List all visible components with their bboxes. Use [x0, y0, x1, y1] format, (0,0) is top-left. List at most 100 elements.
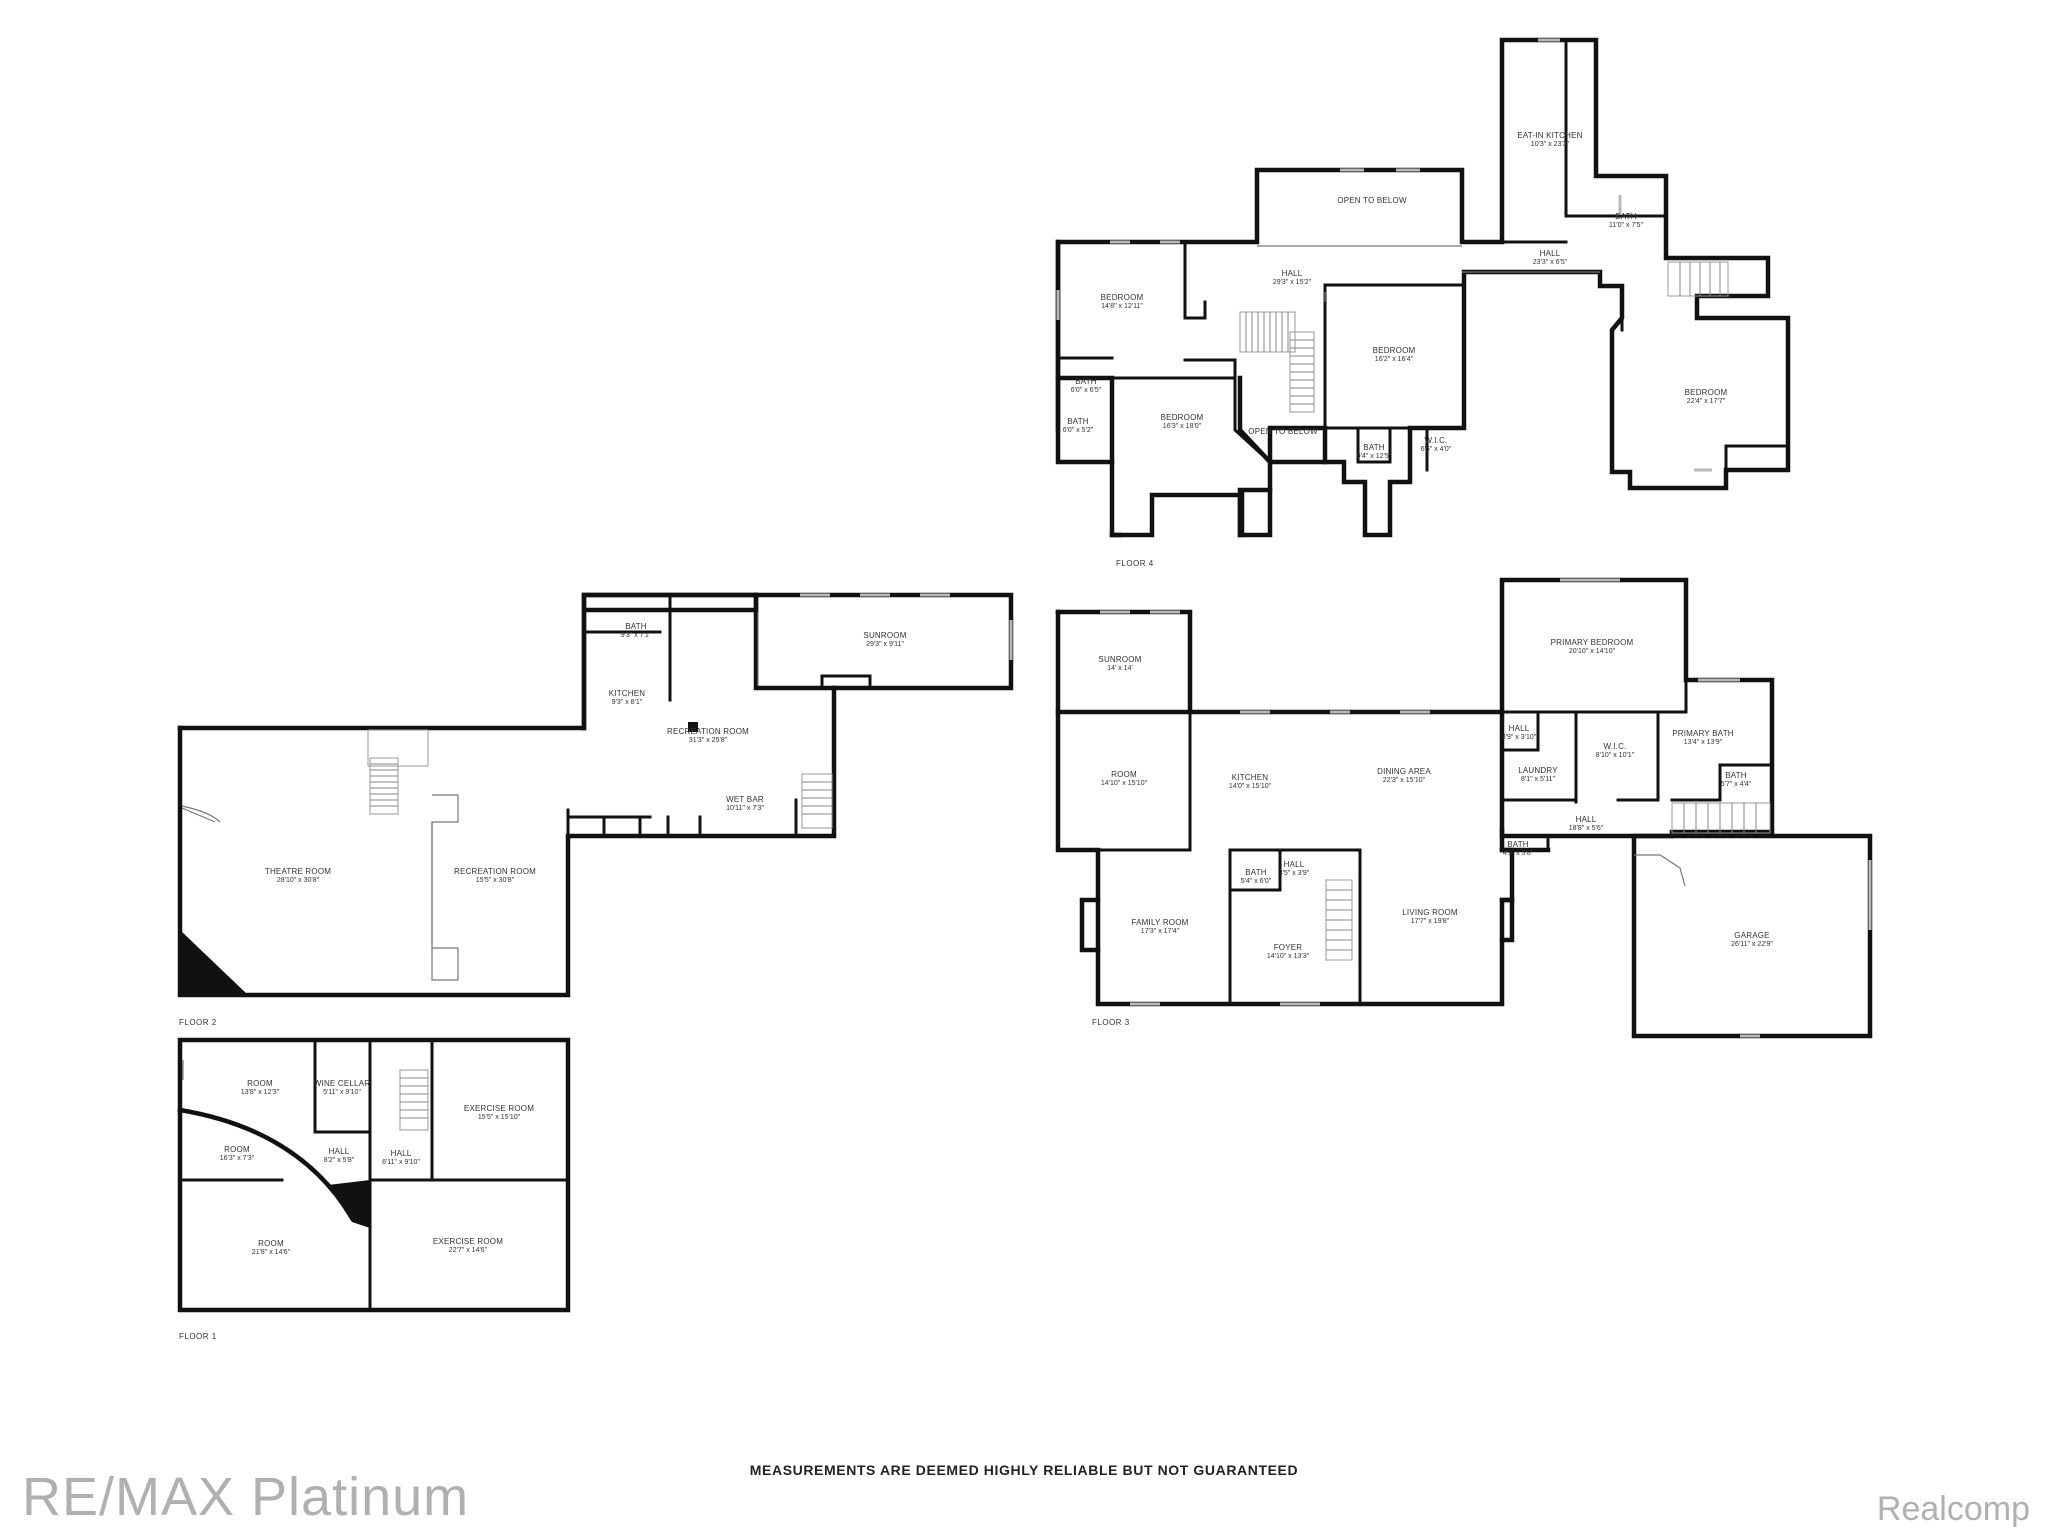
room-name: BATH	[1725, 771, 1747, 780]
room-dims: 17'7" x 19'8"	[1411, 918, 1450, 925]
stairs	[367, 729, 833, 829]
room-dims: 14'8" x 12'11"	[1101, 303, 1143, 310]
room-dims: 8'10" x 10'1"	[1596, 752, 1635, 759]
room-dims: 6'11" x 9'10"	[382, 1159, 420, 1166]
room-dims: 14' x 14'	[1107, 665, 1133, 672]
room-dims: 22'3" x 15'10"	[1383, 777, 1426, 784]
room-name: BEDROOM	[1161, 413, 1204, 422]
stairs	[1239, 261, 1729, 413]
room-name: BATH	[1245, 868, 1267, 877]
room-name: HALL	[329, 1147, 350, 1156]
room-name: W.I.C.	[1425, 436, 1448, 445]
room-dims: 17'3" x 17'4"	[1141, 928, 1180, 935]
floor-label: FLOOR 2	[179, 1018, 217, 1027]
theatre-corner-fill	[180, 930, 248, 995]
room-name: FOYER	[1274, 943, 1303, 952]
brokerage-watermark: RE/MAX Platinum	[22, 1467, 470, 1527]
room-dims: 28'10" x 30'8"	[277, 877, 320, 884]
room-dims: 15'5" x 30'8"	[476, 877, 515, 884]
room-name: RECREATION ROOM	[454, 867, 536, 876]
room-dims: 22'7" x 14'6"	[449, 1247, 488, 1254]
room-dims: 14'10" x 13'3"	[1267, 953, 1310, 960]
floor-4	[1055, 37, 1791, 538]
room-name: ROOM	[247, 1079, 273, 1088]
room-dims: 23'3" x 6'5"	[1533, 259, 1568, 266]
room-name: SUNROOM	[863, 631, 906, 640]
room-dims: 5'11" x 9'10"	[323, 1089, 361, 1096]
room-name: WET BAR	[726, 795, 764, 804]
room-dims: 6'0" x 5'2"	[1063, 427, 1094, 434]
room-name: WINE CELLAR	[314, 1079, 370, 1088]
room-dims: 6'5" x 4'0"	[1421, 446, 1452, 453]
room-name: PRIMARY BATH	[1672, 729, 1734, 738]
floor-1	[177, 1037, 571, 1313]
room-name: FAMILY ROOM	[1131, 918, 1188, 927]
room-name: BATH	[1363, 443, 1385, 452]
room-name: RECREATION ROOM	[667, 727, 749, 736]
room-dims: 20'10" x 14'10"	[1569, 648, 1616, 655]
room-name: KITCHEN	[609, 689, 646, 698]
floor-label: FLOOR 3	[1092, 1018, 1130, 1027]
room-name: ROOM	[224, 1145, 250, 1154]
room-dims: 22'4" x 17'7"	[1687, 398, 1726, 405]
room-name: BATH	[1507, 840, 1529, 849]
room-dims: 5'7" x 4'4"	[1721, 781, 1752, 788]
mls-watermark: Realcomp	[1876, 1490, 2030, 1528]
room-name: BEDROOM	[1373, 346, 1416, 355]
room-dims: 18'8" x 5'6"	[1569, 825, 1604, 832]
room-dims: 4'9" x 5'8"	[1503, 850, 1534, 857]
storage-fill	[328, 1180, 370, 1228]
room-name: SUNROOM	[1098, 655, 1141, 664]
room-dims: 15'5" x 15'10"	[478, 1114, 521, 1121]
room-name: HALL	[1282, 269, 1303, 278]
room-name: GARAGE	[1734, 931, 1769, 940]
room-name: BATH	[1067, 417, 1089, 426]
room-name: ROOM	[258, 1239, 284, 1248]
room-dims: 14'0" x 15'10"	[1229, 783, 1272, 790]
floor-label: FLOOR 1	[179, 1332, 217, 1341]
room-name: OPEN TO BELOW	[1248, 427, 1318, 436]
stairs	[399, 1069, 429, 1131]
room-name: DINING AREA	[1377, 767, 1431, 776]
room-name: PRIMARY BEDROOM	[1551, 638, 1634, 647]
room-name: EXERCISE ROOM	[464, 1104, 534, 1113]
room-name: OPEN TO BELOW	[1337, 196, 1407, 205]
room-dims: 6'0" x 6'5"	[1071, 387, 1102, 394]
room-name: KITCHEN	[1232, 773, 1269, 782]
room-name: THEATRE ROOM	[265, 867, 331, 876]
room-name: BEDROOM	[1101, 293, 1144, 302]
room-name: BATH	[1075, 377, 1097, 386]
room-dims: 8'2" x 5'8"	[324, 1157, 355, 1164]
room-dims: 26'11" x 22'9"	[1731, 941, 1773, 948]
room-name: EXERCISE ROOM	[433, 1237, 503, 1246]
room-dims: 5'4" x 6'0"	[1241, 878, 1272, 885]
room-name: ROOM	[1111, 770, 1137, 779]
disclaimer-text: MEASUREMENTS ARE DEEMED HIGHLY RELIABLE …	[749, 1462, 1299, 1478]
room-name: EAT-IN KITCHEN	[1517, 131, 1582, 140]
room-dims: 9'3" x 8'1"	[612, 699, 643, 706]
room-name: HALL	[391, 1149, 412, 1158]
room-dims: 16'3" x 18'0"	[1163, 423, 1202, 430]
room-name: HALL	[1540, 249, 1561, 258]
room-dims: 29'3" x 9'11"	[866, 641, 904, 648]
room-dims: 10'3" x 23'3"	[1531, 141, 1570, 148]
room-name: BEDROOM	[1685, 388, 1728, 397]
room-name: BATH	[625, 622, 647, 631]
room-dims: 9'4" x 12'5"	[1357, 453, 1392, 460]
room-dims: 11'0" x 7'5"	[1609, 222, 1643, 229]
room-dims: 29'3" x 15'2"	[1273, 279, 1312, 286]
room-name: HALL	[1284, 860, 1305, 869]
room-dims: 21'8" x 14'6"	[252, 1249, 291, 1256]
column	[688, 722, 698, 732]
room-dims: 13'8" x 12'3"	[241, 1089, 280, 1096]
room-name: HALL	[1576, 815, 1597, 824]
stairs	[1325, 802, 1771, 961]
room-name: BATH	[1615, 212, 1637, 221]
floor-label: FLOOR 4	[1116, 559, 1154, 568]
room-dims: 16'3" x 7'3"	[220, 1155, 255, 1162]
room-dims: 13'4" x 13'9"	[1684, 739, 1723, 746]
room-dims: 3'5" x 3'9"	[1279, 870, 1310, 877]
room-dims: 3'9" x 3'10"	[1502, 734, 1537, 741]
room-name: HALL	[1509, 724, 1530, 733]
